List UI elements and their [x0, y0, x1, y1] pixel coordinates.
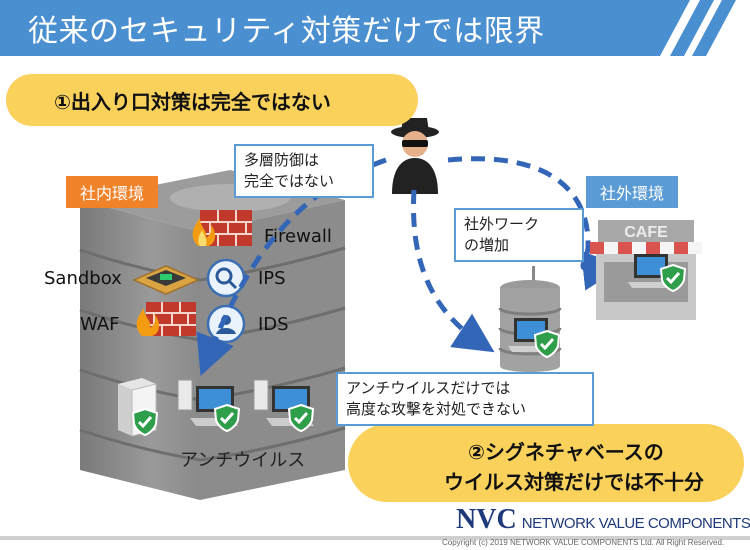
point-1-text: ①出入り口対策は完全ではない: [54, 90, 331, 114]
waf-label: WAF: [80, 314, 120, 335]
laptop-icon: [628, 254, 674, 288]
callout-multilayer: 多層防御は 完全ではない: [234, 144, 374, 198]
ids-label: IDS: [258, 314, 289, 335]
point-2-line2: ウイルス対策だけでは不十分: [444, 470, 704, 494]
inside-env-tag: 社内環境: [66, 176, 159, 208]
antivirus-label: アンチウイルス: [180, 450, 306, 471]
shield-check-icon: [534, 330, 560, 358]
shield-check-icon: [288, 404, 314, 432]
callout-multilayer-line1: 多層防御は: [244, 151, 320, 169]
callout-antivirus-line1: アンチウイルスだけでは: [346, 379, 511, 397]
shield-check-icon: [214, 404, 240, 432]
ips-label: IPS: [258, 268, 286, 289]
shield-check-icon: [132, 408, 158, 436]
outside-env-tag: 社外環境: [586, 176, 679, 208]
page-title: 従来のセキュリティ対策だけでは限界: [28, 14, 545, 49]
ips-icon: [206, 258, 246, 298]
sandbox-label: Sandbox: [44, 268, 122, 289]
svg-text:CAFE: CAFE: [624, 224, 668, 241]
copyright-text: Copyright (c) 2019 NETWORK VALUE COMPONE…: [442, 538, 725, 547]
waf-icon: [136, 302, 196, 336]
company-logo: NVC NETWORK VALUE COMPONENTS: [456, 504, 750, 536]
ids-icon: [206, 304, 246, 344]
point-1-banner: ①出入り口対策は完全ではない: [6, 74, 418, 126]
logo-name: NETWORK VALUE COMPONENTS: [521, 515, 750, 532]
callout-multilayer-line2: 完全ではない: [244, 172, 335, 190]
hacker-icon: [391, 118, 439, 194]
shield-check-icon: [660, 264, 686, 292]
callout-antivirus-line2: 高度な攻撃を対処できない: [346, 400, 527, 418]
firewall-label: Firewall: [264, 226, 332, 247]
sandbox-icon: [132, 265, 200, 295]
logo-mark: NVC: [456, 504, 517, 535]
title-bar: [0, 0, 736, 56]
footer-divider: [0, 536, 750, 540]
callout-remote-line2: の増加: [464, 236, 510, 254]
point-2-banner: ②シグネチャベースの ウイルス対策だけでは不十分: [348, 424, 744, 502]
callout-remote-work: 社外ワーク の増加: [454, 208, 584, 262]
callout-antivirus: アンチウイルスだけでは 高度な攻撃を対処できない: [336, 372, 594, 426]
callout-remote-line1: 社外ワーク: [464, 215, 540, 233]
point-2-line1: ②シグネチャベースの: [468, 440, 664, 464]
firewall-icon: [192, 210, 252, 246]
